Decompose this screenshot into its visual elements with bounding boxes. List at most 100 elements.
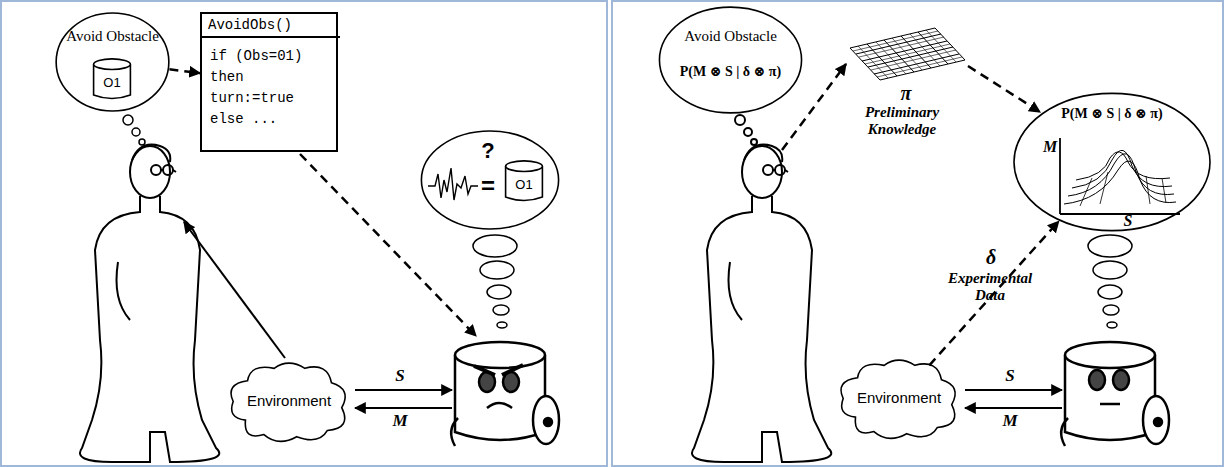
thought-bubble: Avoid ObstacleO1 <box>55 12 170 112</box>
robot <box>1061 342 1169 446</box>
thought-puffs <box>1088 235 1132 328</box>
robot-wheel-hub <box>544 418 552 426</box>
person-arm <box>729 262 743 320</box>
motor-arrow <box>355 407 452 409</box>
environment-cloud: Environment <box>225 358 353 446</box>
thought-puff <box>139 139 145 145</box>
plot-surface <box>1068 154 1174 196</box>
grid-line <box>850 28 965 80</box>
obstacle-cylinder: O1 <box>92 58 132 102</box>
glasses <box>163 165 173 175</box>
grid-mesh <box>850 28 965 80</box>
plot-axis <box>1060 213 1180 215</box>
dashed-arrow <box>968 66 1040 112</box>
sensor-waveform <box>428 168 478 200</box>
thought-puff <box>497 322 507 328</box>
robot-mouth <box>1100 403 1120 406</box>
equals-sign: = <box>476 172 500 200</box>
bubble-outline <box>658 6 803 114</box>
robot-wheel <box>1143 396 1169 444</box>
bubble-title: Avoid Obstacle <box>663 28 798 45</box>
dashed-connector <box>929 221 1058 365</box>
environment-name: Environment <box>225 392 353 409</box>
feedback-arrow <box>184 222 285 358</box>
signal-label: S <box>390 366 410 386</box>
symbol-label: δ <box>980 246 1002 269</box>
environment-cloud: Environment <box>835 355 963 443</box>
robot-brow <box>474 365 523 375</box>
thought-puff <box>493 305 509 315</box>
panel-frame <box>1 1 607 466</box>
code-body: if (Obs=01) then turn:=true else ... <box>210 46 314 130</box>
question-mark: ? <box>476 138 500 163</box>
person-figure <box>80 145 219 462</box>
probability-formula: P(M ⊗ S | δ ⊗ π) <box>661 64 800 80</box>
plot-surface <box>1076 152 1170 180</box>
plot-surface <box>1064 161 1176 204</box>
probability-plot <box>1060 138 1180 214</box>
thought-puff <box>123 115 133 125</box>
annotation-label: Preliminary Knowledge <box>852 104 952 139</box>
thought-bubble: Avoid ObstacleP(M ⊗ S | δ ⊗ π) <box>658 6 803 114</box>
motor-arrow <box>965 407 1062 409</box>
robot <box>451 342 559 446</box>
thought-puff <box>132 128 140 136</box>
sensor-arrow <box>355 389 452 391</box>
robot-eye <box>1089 370 1105 390</box>
robot-top <box>455 342 545 368</box>
dashed-connector <box>169 69 200 73</box>
robot-wheel-hub <box>1154 418 1162 426</box>
person-body <box>692 196 831 462</box>
robot-wheel <box>1061 418 1068 446</box>
robot-wheel <box>533 396 559 444</box>
thought-puff <box>473 235 517 257</box>
thought-puff <box>1098 285 1122 299</box>
sensor-arrow <box>965 389 1062 391</box>
thought-puff <box>1093 261 1127 279</box>
thought-puffs <box>473 235 517 328</box>
glasses <box>773 170 788 172</box>
thought-puff <box>1103 305 1119 315</box>
annotation-label: Experimental Data <box>940 270 1040 305</box>
thought-bubble: P(M ⊗ S | δ ⊗ π)MS <box>1012 92 1212 232</box>
glasses <box>763 165 773 175</box>
obstacle-id: O1 <box>504 178 544 193</box>
signal-label: M <box>1000 411 1020 431</box>
glasses <box>151 165 161 175</box>
grid-line <box>850 28 965 80</box>
person-hair <box>744 145 782 162</box>
person-body <box>80 196 219 462</box>
robot-wheel <box>451 418 458 446</box>
function-name: AvoidObs() <box>202 14 340 38</box>
signal-label: S <box>1000 366 1020 386</box>
panel-frame <box>612 1 1223 466</box>
axis-label: M <box>1040 138 1060 156</box>
bubble-title: Avoid Obstacle <box>59 28 166 45</box>
probability-formula: P(M ⊗ S | δ ⊗ π) <box>1032 106 1192 122</box>
thought-puff <box>751 139 757 145</box>
plot-axis <box>1059 138 1061 214</box>
glasses <box>775 165 785 175</box>
thought-puff <box>735 115 745 125</box>
thought-puff <box>744 128 752 136</box>
thought-puff <box>487 285 511 299</box>
glasses <box>161 170 176 172</box>
thought-puff <box>1107 322 1117 328</box>
plot-surface <box>1080 172 1166 206</box>
environment-name: Environment <box>835 389 963 406</box>
obstacle-id: O1 <box>92 76 132 91</box>
person-figure <box>692 115 831 462</box>
obstacle-cylinder: O1 <box>504 160 544 204</box>
grid-line <box>853 31 962 77</box>
person-arm <box>117 262 131 320</box>
thought-puff <box>480 261 514 279</box>
symbol-label: π <box>895 82 917 105</box>
robot-top <box>1065 342 1155 368</box>
signal-label: M <box>390 411 410 431</box>
robot-eye <box>1113 370 1129 390</box>
